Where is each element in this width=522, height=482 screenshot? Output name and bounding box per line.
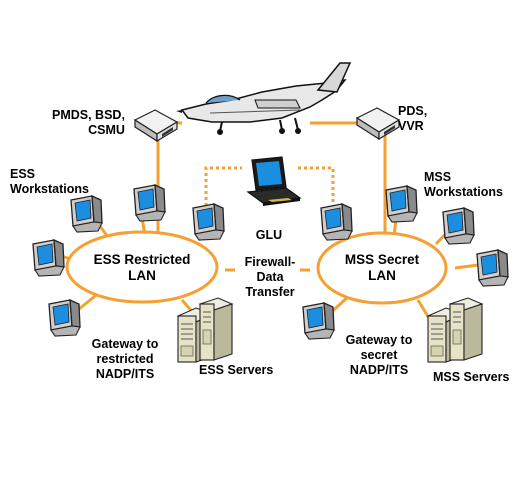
pds-drive-icon [356,107,400,140]
gateway-restricted-label: Gateway to restricted NADP/ITS [91,337,159,381]
aircraft-right-label: PDS, VVR [398,104,428,133]
aircraft-left-label: PMDS, BSD, CSMU [52,108,125,137]
ess-workstation-icon [133,184,166,222]
ess-lan-label: ESS Restricted LAN [93,252,191,283]
ess-workstation-icon [192,203,225,241]
mss-workstation-icon [302,302,335,340]
ess-workstations-label: ESS Workstations [10,167,89,196]
aircraft-icon [176,62,352,135]
ess-server-icon [177,297,233,363]
mss-workstation-icon [442,207,475,245]
ess-lan-ring [65,230,219,304]
mss-servers-label: MSS Servers [433,370,510,384]
mss-workstation-icon [385,185,418,223]
pmds-drive-icon [134,109,178,142]
gateway-secret-label: Gateway to secret NADP/ITS [345,333,413,377]
ess-servers-label: ESS Servers [199,363,274,377]
ess-workstation-icon [70,195,103,233]
mss-lan-label: MSS Secret LAN [344,252,420,283]
firewall-label: Firewall- Data Transfer [244,255,296,299]
mss-lan-ring [316,231,448,305]
glu-laptop-icon [246,156,302,206]
ess-workstation-icon [32,239,65,277]
glu-label: GLU [255,228,283,242]
mss-server-icon [427,297,483,363]
mss-workstation-icon [476,249,509,287]
mss-workstation-icon [320,203,353,241]
ess-workstation-icon [48,299,81,337]
mss-workstations-label: MSS Workstations [424,170,503,199]
